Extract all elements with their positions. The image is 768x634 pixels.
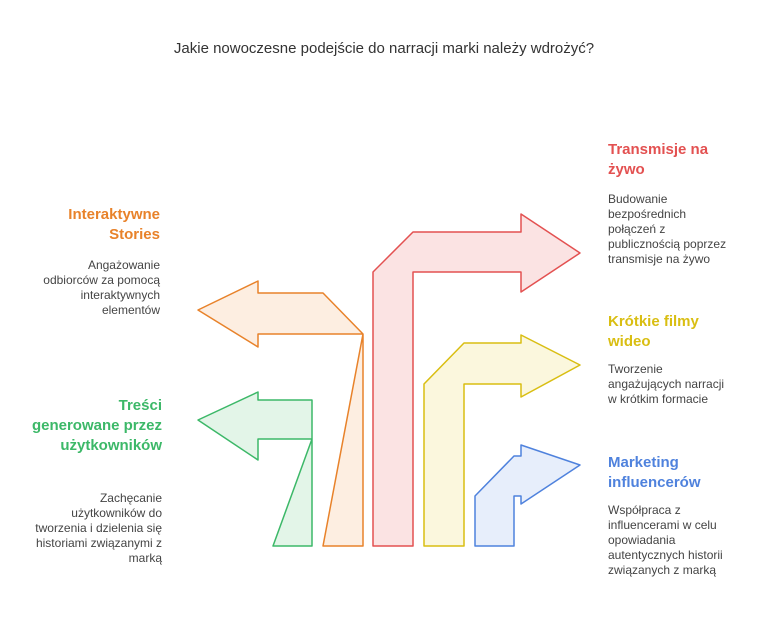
- live-streaming-heading: Transmisje na żywo: [608, 141, 709, 178]
- page-title: Jakie nowoczesne podejście do narracji m…: [173, 40, 595, 57]
- arrow-short-video: [423, 334, 581, 547]
- influencer-description: Współpraca z influencerami w celu opowia…: [608, 503, 723, 577]
- interactive-stories-description: Angażowanie odbiorców za pomocą interakt…: [43, 258, 160, 317]
- arrow-ugc: [197, 391, 313, 547]
- live-streaming-description: Budowanie bezpośrednich połączeń z publi…: [608, 192, 727, 266]
- ugc-heading: Treści generowane przez użytkowników: [31, 397, 162, 454]
- short-video-heading: Krótkie filmy wideo: [608, 313, 699, 350]
- arrow-influencer: [474, 444, 581, 547]
- arrow-live-streaming: [372, 213, 581, 547]
- influencer-heading: Marketing influencerów: [608, 454, 701, 491]
- ugc-description: Zachęcanie użytkowników do tworzenia i d…: [35, 491, 162, 565]
- interactive-stories-heading: Interaktywne Stories: [68, 206, 160, 243]
- arrow-interactive-stories: [197, 280, 364, 547]
- short-video-description: Tworzenie angażujących narracji w krótki…: [608, 362, 725, 406]
